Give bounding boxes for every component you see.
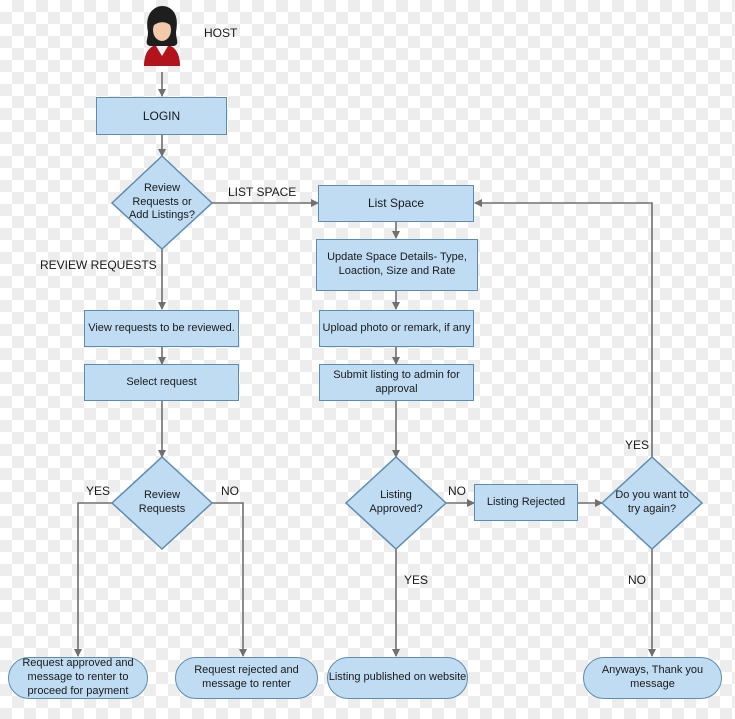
submit-listing-box: Submit listing to admin for approval (319, 364, 474, 401)
update-details-box: Update Space Details- Type, Loaction, Si… (316, 239, 478, 291)
request-approved-terminal: Request approved and message to renter t… (8, 657, 148, 699)
decision-try-again-shape (600, 455, 704, 551)
edge-tryagain-listspace (474, 199, 653, 457)
decision-listing-approved-shape (344, 455, 448, 551)
select-request-box: Select request (84, 364, 239, 401)
list-space-box: List Space (318, 185, 474, 222)
view-requests-box: View requests to be reviewed. (84, 310, 239, 347)
edge-label-review-requests: REVIEW REQUESTS (40, 258, 157, 272)
edge-label-try-yes: YES (625, 438, 650, 452)
decision-try-again-text: Do you want to try again? (615, 489, 689, 515)
upload-photo-box: Upload photo or remark, if any (319, 310, 474, 347)
listing-rejected-box: Listing Rejected (474, 484, 578, 521)
decision-review-requests-text: Review Requests (138, 489, 186, 515)
decision-review-or-add: Review Requests or Add Listings? (112, 156, 212, 249)
edge-label-review-no: NO (221, 484, 239, 498)
edge-label-review-yes: YES (86, 484, 111, 498)
edge-review-yes (74, 502, 112, 657)
decision-listing-approved: Listing Approved? (346, 457, 446, 549)
login-box: LOGIN (96, 97, 227, 135)
edge-label-approved-no: NO (448, 484, 466, 498)
user-icon (144, 6, 180, 66)
decision-try-again: Do you want to try again? (602, 457, 702, 549)
thank-you-terminal: Anyways, Thank you message (583, 657, 722, 699)
decision-review-requests-shape (110, 455, 214, 551)
host-label: HOST (204, 26, 238, 40)
edge-review-no (212, 502, 247, 657)
decision-review-or-add-shape (110, 154, 214, 251)
edge-label-try-no: NO (628, 573, 646, 587)
edge-label-approved-yes: YES (404, 573, 429, 587)
listing-published-terminal: Listing published on website (327, 657, 468, 699)
decision-review-requests: Review Requests (112, 457, 212, 549)
decision-review-or-add-text: Review Requests or Add Listings? (128, 181, 196, 222)
edge-label-list-space: LIST SPACE (228, 185, 297, 199)
request-rejected-terminal: Request rejected and message to renter (175, 657, 318, 699)
decision-listing-approved-text: Listing Approved? (369, 489, 423, 515)
